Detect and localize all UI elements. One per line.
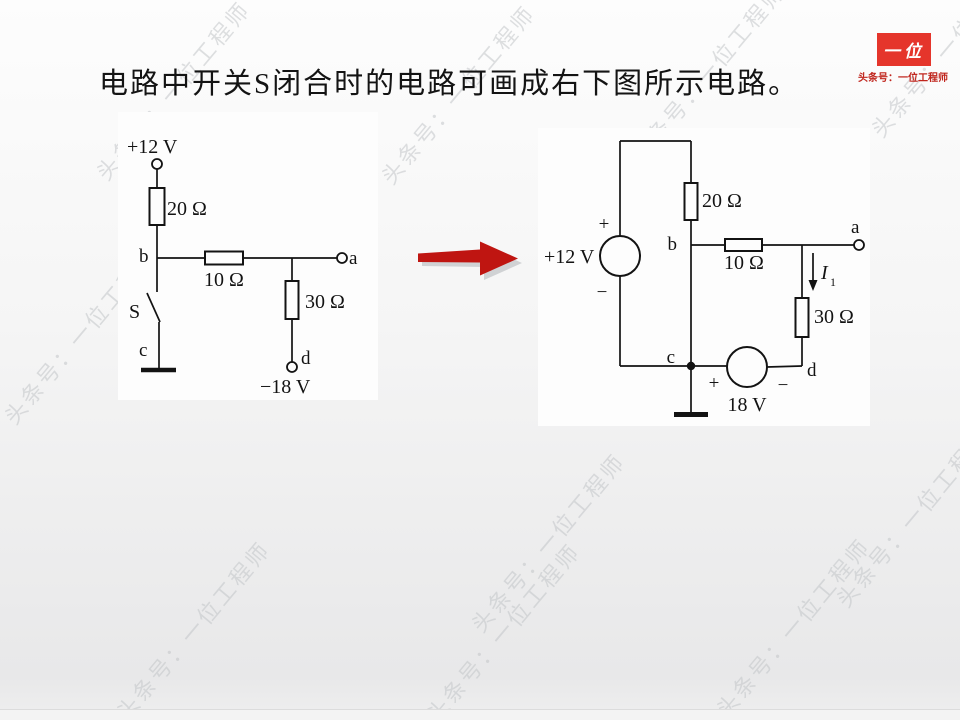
resistor-10ohm [204,250,244,266]
label-switch-s: S [129,301,140,323]
right-circuit-wires [619,140,854,413]
label-node-a: a [851,217,860,238]
source-12v-circle [599,235,641,277]
left-circuit-wires [146,169,337,368]
label-node-b: b [139,246,149,267]
label-18v: 18 V [727,394,767,416]
label-plus12v: +12 V [127,136,178,158]
slide-bottom-edge [0,709,960,720]
label-node-d: d [807,360,817,381]
label-source-minus: − [597,282,608,303]
terminal-a [336,252,348,264]
current-i1-arrow [808,253,818,291]
label-node-c: c [139,340,147,361]
label-minus18v: −18 V [260,376,311,398]
slide-title: 电路中开关S闭合时的电路可画成右下图所示电路。 [99,68,800,100]
resistor-20ohm [148,187,166,226]
watermark-text: 头条号：一位工程师 [712,534,877,720]
resistor-20ohm [683,182,699,221]
source-18v-circle [726,346,768,388]
label-10ohm: 10 Ω [204,269,244,291]
node-c-dot [686,361,696,371]
label-node-d: d [301,348,311,369]
label-current-sub: 1 [830,275,836,289]
terminal-plus12 [151,158,163,170]
label-node-b: b [668,234,678,255]
right-circuit-diagram: + − +12 V 20 Ω b 10 Ω a I 1 30 Ω d c + −… [538,122,870,433]
terminal-a [853,239,865,251]
watermark-text: 头条号：一位工程师 [832,424,960,613]
resistor-30ohm [794,297,810,338]
watermark-text: 头条号：一位工程师 [112,537,277,720]
right-arrow-icon [418,241,518,276]
label-20ohm: 20 Ω [167,198,207,220]
brand-logo-caption: 头条号：一位工程师 [858,73,948,84]
transform-arrow [410,235,528,288]
label-18v-plus: + [709,373,720,394]
label-30ohm: 30 Ω [305,291,345,313]
watermark-text: 头条号：一位工程师 [467,449,632,638]
label-current-i: I [820,262,829,284]
label-30ohm: 30 Ω [814,306,854,328]
right-circuit-background [538,128,870,426]
label-20ohm: 20 Ω [702,190,742,212]
brand-logo-badge: 一位 [877,33,931,66]
resistor-30ohm [284,280,300,320]
watermark-text: 头条号：一位工程师 [422,539,587,720]
switch-blade [146,292,161,323]
label-source-plus: + [599,214,610,235]
label-10ohm: 10 Ω [724,252,764,274]
resistor-10ohm [724,238,763,252]
label-plus12v: +12 V [544,246,595,268]
left-circuit-diagram: +12 V 20 Ω b 10 Ω a 30 Ω d −18 V S c [100,112,380,417]
label-node-a: a [349,248,358,269]
terminal-d [286,361,298,373]
label-18v-minus: − [778,375,789,396]
label-node-c: c [667,347,675,368]
